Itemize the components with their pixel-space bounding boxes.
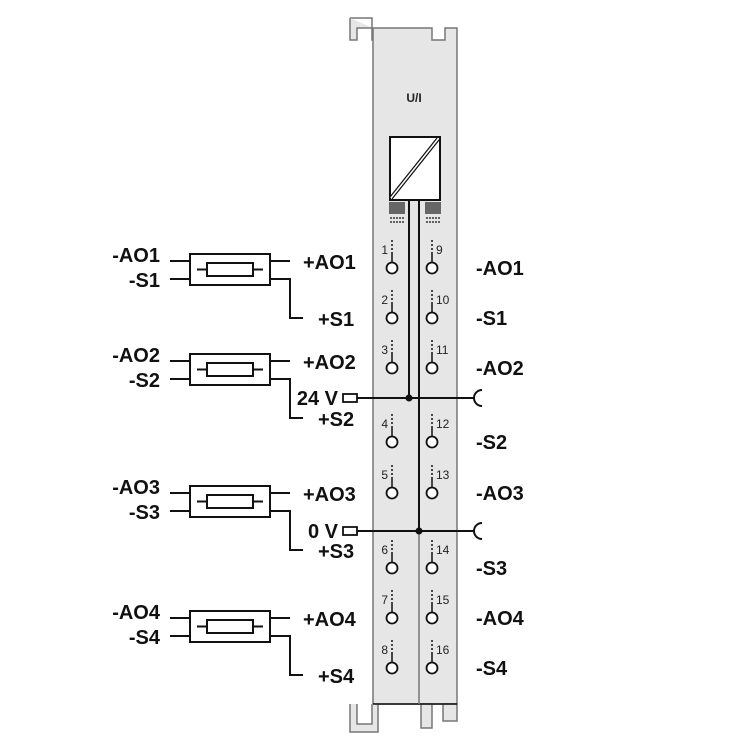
power-supply-line: 24 V — [297, 388, 483, 410]
plus-ao-label: +AO1 — [303, 252, 356, 274]
terminal-number: 7 — [381, 593, 388, 607]
module-housing — [349, 17, 458, 733]
terminal-row: 4 12 -S2 — [381, 414, 507, 454]
terminal-clamp[interactable] — [385, 611, 399, 625]
terminal-row: 7 15 -AO4 — [381, 590, 525, 630]
power-supply-label: 24 V — [297, 388, 339, 410]
plus-s-label: +S4 — [318, 666, 355, 688]
resistor-icon — [206, 619, 254, 634]
plus-s-label: +S1 — [318, 309, 354, 331]
terminal-label: -S4 — [476, 658, 508, 680]
terminal-clamp[interactable] — [425, 261, 439, 275]
resistor-icon — [206, 494, 254, 509]
terminal-number: 10 — [436, 293, 450, 307]
module-title: U/I — [406, 91, 421, 105]
plus-s-label: +S3 — [318, 541, 354, 563]
terminal-number: 14 — [436, 543, 450, 557]
terminal-row: 2 10 -S1 — [381, 290, 507, 330]
power-ground-label: 0 V — [308, 521, 339, 543]
terminal-clamp[interactable] — [425, 311, 439, 325]
terminal-number: 6 — [381, 543, 388, 557]
minus-s-label: -S2 — [129, 370, 160, 392]
plus-ao-label: +AO3 — [303, 484, 356, 506]
minus-s-label: -S1 — [129, 270, 160, 292]
terminal-number: 4 — [381, 417, 388, 431]
channel-sensor-2: -AO2 -S2 +AO2 +S2 — [112, 345, 356, 431]
terminal-number: 16 — [436, 643, 450, 657]
terminal-row: 6 14 -S3 — [381, 540, 507, 580]
channel-sensor-3: -AO3 -S3 +AO3 +S3 — [112, 477, 356, 563]
terminal-label: -S3 — [476, 558, 507, 580]
minus-s-label: -S3 — [129, 502, 160, 524]
connector-icon — [473, 522, 483, 540]
terminal-clamp[interactable] — [425, 361, 439, 375]
minus-s-label: -S4 — [129, 627, 161, 649]
minus-ao-label: -AO2 — [112, 345, 160, 367]
channel-sensor-1: -AO1 -S1 +AO1 +S1 — [112, 245, 356, 331]
resistor-icon — [206, 362, 254, 377]
terminal-row: 1 9 -AO1 — [381, 240, 524, 280]
terminal-number: 3 — [381, 343, 388, 357]
channel-sensor-4: -AO4 -S4 +AO4 +S4 — [112, 602, 356, 688]
terminal-clamp[interactable] — [425, 661, 439, 675]
terminal-label: -AO4 — [476, 608, 525, 630]
minus-ao-label: -AO4 — [112, 602, 161, 624]
terminal-number: 1 — [381, 243, 388, 257]
terminal-clamp[interactable] — [425, 435, 439, 449]
terminal-clamp[interactable] — [425, 611, 439, 625]
plus-ao-label: +AO4 — [303, 609, 357, 631]
minus-ao-label: -AO3 — [112, 477, 160, 499]
terminal-label: -AO1 — [476, 258, 524, 280]
terminal-number: 13 — [436, 468, 450, 482]
power-ground-line: 0 V — [308, 521, 483, 543]
terminal-label: -S1 — [476, 308, 507, 330]
terminal-clamp[interactable] — [385, 361, 399, 375]
terminal-clamp[interactable] — [425, 561, 439, 575]
terminal-clamp[interactable] — [385, 311, 399, 325]
terminal-number: 2 — [381, 293, 388, 307]
plus-ao-label: +AO2 — [303, 352, 356, 374]
terminal-label: -AO3 — [476, 483, 524, 505]
terminal-row: 5 13 -AO3 — [381, 465, 524, 505]
terminal-row: 8 16 -S4 — [381, 640, 508, 680]
terminal-number: 8 — [381, 643, 388, 657]
connector-icon — [473, 389, 483, 407]
terminal-number: 5 — [381, 468, 388, 482]
terminal-clamp[interactable] — [385, 661, 399, 675]
terminal-label: -S2 — [476, 432, 507, 454]
minus-ao-label: -AO1 — [112, 245, 160, 267]
resistor-icon — [206, 262, 254, 277]
terminal-number: 15 — [436, 593, 450, 607]
plus-s-label: +S2 — [318, 409, 354, 431]
terminal-clamp[interactable] — [425, 486, 439, 500]
terminal-number: 12 — [436, 417, 450, 431]
terminal-clamp[interactable] — [385, 435, 399, 449]
terminal-number: 9 — [436, 243, 443, 257]
terminal-row: 3 11 -AO2 — [381, 340, 524, 380]
converter-symbol — [389, 136, 441, 223]
terminal-clamp[interactable] — [385, 561, 399, 575]
terminal-clamp[interactable] — [385, 261, 399, 275]
terminal-number: 11 — [436, 343, 449, 357]
terminal-label: -AO2 — [476, 358, 524, 380]
terminal-clamp[interactable] — [385, 486, 399, 500]
